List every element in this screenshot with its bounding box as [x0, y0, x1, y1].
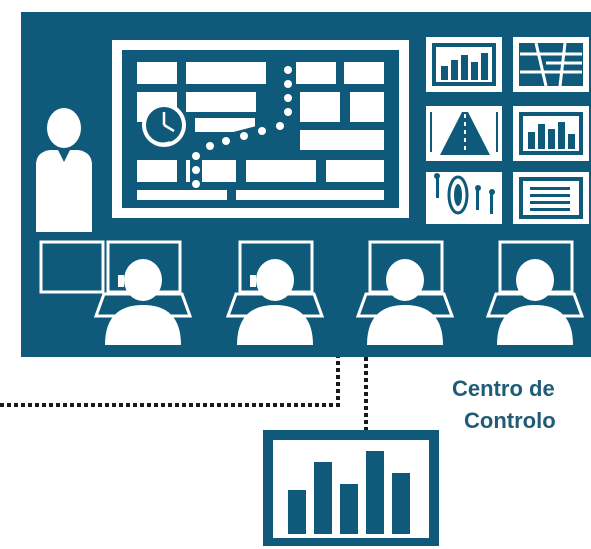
caption-line-1: Centro de [452, 376, 555, 401]
map-icon [137, 62, 384, 200]
route-dots [192, 66, 292, 188]
document-icon [513, 172, 589, 224]
collar [58, 150, 70, 162]
operator-headset-icon [93, 240, 193, 345]
video-wall-screen [112, 40, 409, 218]
road-icon [426, 106, 502, 161]
map-icon [513, 37, 589, 92]
operator-icon [355, 240, 455, 345]
workstations [39, 240, 585, 345]
monitor [39, 240, 105, 294]
small-screens [426, 37, 589, 224]
bar-chart-icon [426, 37, 502, 92]
connector-lines [0, 357, 368, 430]
route-line [190, 70, 294, 186]
standing-person-icon [36, 108, 92, 232]
operator-icon [485, 240, 585, 345]
bar-chart-icon [513, 106, 589, 161]
operator-headset-icon [225, 240, 325, 345]
caption-line-2: Controlo [464, 408, 556, 433]
report-bar-chart-icon [263, 430, 439, 546]
clock-icon [142, 103, 186, 147]
traffic-sensor-icon [426, 172, 502, 224]
